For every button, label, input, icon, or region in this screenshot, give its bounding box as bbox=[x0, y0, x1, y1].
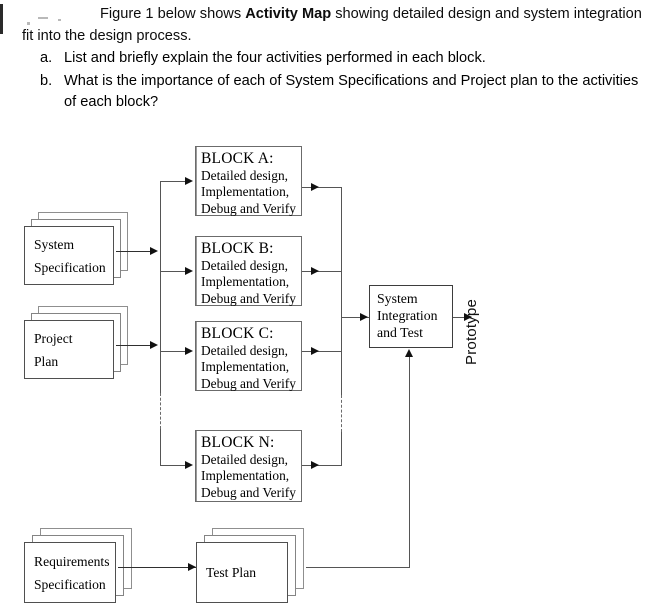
test-plan-text: Test Plan bbox=[196, 542, 288, 603]
arrowhead-testplan-in bbox=[188, 563, 196, 571]
integration-line3: and Test bbox=[377, 325, 423, 340]
block-a-line1: Detailed design, bbox=[201, 167, 289, 183]
process-block-a: BLOCK A: Detailed design, Implementation… bbox=[195, 146, 302, 216]
arrowhead-block-c-out bbox=[311, 347, 319, 355]
test-plan-stack: Test Plan bbox=[196, 528, 306, 604]
scan-artifact-dot-3 bbox=[58, 19, 61, 21]
branch-to-block-c bbox=[160, 351, 186, 352]
input-requirements-specification-text: Requirements Specification bbox=[24, 542, 116, 603]
connector-block-b-out bbox=[302, 271, 341, 272]
block-b-line2: Implementation, bbox=[201, 274, 290, 289]
block-a-line3: Debug and Verify bbox=[201, 200, 296, 216]
connector-projectplan-to-bus bbox=[116, 345, 152, 346]
arrowhead-prototype-out bbox=[464, 313, 472, 321]
left-bus-lower bbox=[160, 429, 161, 466]
integration-line1: System bbox=[377, 291, 418, 306]
arrowhead-block-c-in bbox=[185, 347, 193, 355]
stack-sheet-front bbox=[24, 320, 114, 379]
left-bus-upper bbox=[160, 181, 161, 393]
arrowhead-projectplan-to-bus bbox=[150, 341, 158, 349]
question-text-block: Figure 1 below shows Activity Map showin… bbox=[0, 0, 651, 114]
input-label-line1: Project bbox=[34, 330, 73, 346]
block-n-line1: Detailed design, bbox=[201, 451, 289, 467]
arrowhead-block-a-out bbox=[311, 183, 319, 191]
question-item-b-marker: b. bbox=[40, 72, 53, 89]
scan-artifact-dot-1 bbox=[27, 22, 30, 25]
input-project-plan: Project Plan bbox=[24, 306, 134, 382]
connector-bus-to-integration bbox=[341, 317, 369, 318]
connector-testplan-right bbox=[306, 567, 410, 568]
right-bus-dashed-gap bbox=[341, 395, 342, 432]
connector-integration-to-output bbox=[453, 317, 471, 318]
block-c-line2: Implementation, bbox=[201, 359, 290, 374]
arrowhead-block-n-out bbox=[311, 461, 319, 469]
input-requirements-specification: Requirements Specification bbox=[24, 528, 134, 604]
integration-line2: Integration bbox=[377, 308, 438, 323]
block-b-line3: Debug and Verify bbox=[201, 290, 296, 306]
scan-artifact-left-bar bbox=[0, 4, 3, 34]
block-c-line1: Detailed design, bbox=[201, 342, 289, 358]
block-n-title: BLOCK N: bbox=[201, 434, 275, 451]
question-item-a: a. List and briefly explain the four act… bbox=[4, 48, 643, 70]
branch-to-block-b bbox=[160, 271, 186, 272]
stack-sheet-front bbox=[24, 542, 116, 603]
input-project-plan-text: Project Plan bbox=[24, 320, 114, 379]
process-block-b: BLOCK B: Detailed design, Implementation… bbox=[195, 236, 302, 306]
scan-artifact-dot-2 bbox=[38, 17, 48, 19]
arrowhead-integration-in bbox=[360, 313, 368, 321]
input-label-line1: Requirements bbox=[34, 553, 110, 569]
question-intro-emphasis: Activity Map bbox=[245, 6, 332, 22]
block-a-title: BLOCK A: bbox=[201, 150, 274, 167]
question-item-a-marker: a. bbox=[40, 50, 53, 66]
output-prototype-label: Prototype bbox=[463, 298, 480, 365]
system-integration-and-test-box: System Integration and Test bbox=[369, 285, 453, 348]
arrowhead-block-a-in bbox=[185, 177, 193, 185]
left-bus-dashed-gap bbox=[160, 393, 161, 429]
question-item-b-text: What is the importance of each of System… bbox=[64, 72, 639, 111]
connector-testplan-up bbox=[409, 357, 410, 567]
block-n-line2: Implementation, bbox=[201, 468, 290, 483]
input-system-specification-text: System Specification bbox=[24, 226, 114, 285]
right-bus-lower bbox=[341, 432, 342, 466]
block-n-line3: Debug and Verify bbox=[201, 484, 296, 500]
connector-sysspec-to-bus bbox=[116, 251, 152, 252]
stack-sheet-front bbox=[196, 542, 288, 603]
input-system-specification: System Specification bbox=[24, 212, 134, 288]
input-label-line2: Plan bbox=[34, 353, 59, 369]
process-block-n: BLOCK N: Detailed design, Implementation… bbox=[195, 430, 302, 502]
test-plan-label: Test Plan bbox=[206, 565, 257, 580]
stack-sheet-front bbox=[24, 226, 114, 285]
arrowhead-integration-bottom-in bbox=[405, 349, 413, 357]
connector-block-c-out bbox=[302, 351, 341, 352]
connector-block-n-out bbox=[302, 465, 341, 466]
question-item-b: b. What is the importance of each of Sys… bbox=[4, 71, 643, 114]
arrowhead-block-n-in bbox=[185, 461, 193, 469]
question-intro-suffix: showing detailed design and system integ… bbox=[22, 6, 642, 44]
block-c-title: BLOCK C: bbox=[201, 325, 274, 342]
question-intro: Figure 1 below shows Activity Map showin… bbox=[4, 4, 643, 47]
question-item-a-text: List and briefly explain the four activi… bbox=[64, 50, 486, 66]
process-block-c: BLOCK C: Detailed design, Implementation… bbox=[195, 321, 302, 391]
block-a-line2: Implementation, bbox=[201, 184, 290, 199]
connector-block-a-out bbox=[302, 187, 341, 188]
arrowhead-block-b-in bbox=[185, 267, 193, 275]
block-c-line3: Debug and Verify bbox=[201, 375, 296, 391]
branch-to-block-a bbox=[160, 181, 186, 182]
connector-requirements-to-testplan bbox=[118, 567, 196, 568]
input-label-line1: System bbox=[34, 236, 75, 252]
input-label-line2: Specification bbox=[34, 576, 106, 592]
block-b-title: BLOCK B: bbox=[201, 240, 274, 257]
arrowhead-block-b-out bbox=[311, 267, 319, 275]
input-label-line2: Specification bbox=[34, 259, 106, 275]
question-intro-prefix: Figure 1 below shows bbox=[100, 6, 246, 22]
arrowhead-sysspec-to-bus bbox=[150, 247, 158, 255]
right-bus-upper bbox=[341, 187, 342, 395]
branch-to-block-n bbox=[160, 465, 186, 466]
block-b-line1: Detailed design, bbox=[201, 257, 289, 273]
